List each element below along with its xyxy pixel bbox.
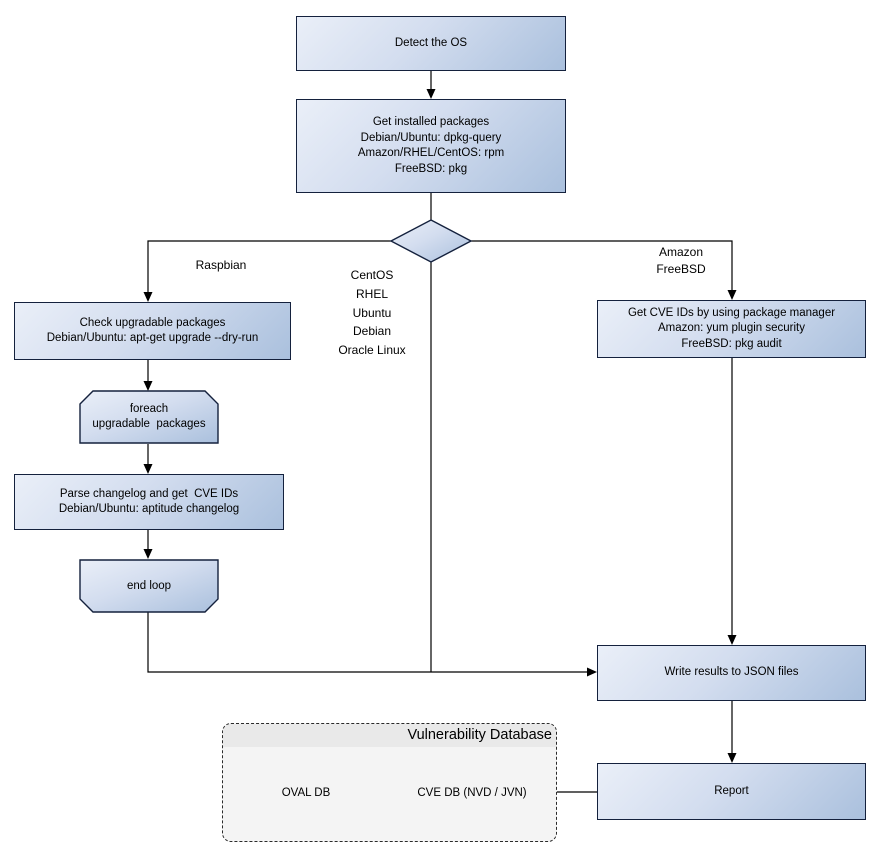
vulnerability-database-group: Vulnerability Database (222, 723, 557, 842)
end-loop-label: end loop (126, 579, 172, 592)
node-parse-changelog: Parse changelog and get CVE IDs Debian/U… (14, 474, 284, 530)
branch-label-raspbian: Raspbian (195, 258, 247, 272)
end-loop-shape (79, 559, 219, 613)
oval-db-label: OVAL DB (281, 787, 331, 799)
os-decision-diamond (389, 219, 473, 263)
arrowhead-icons (143, 89, 737, 763)
vulnerability-database-title: Vulnerability Database (223, 724, 556, 747)
arrow-right-icon (587, 667, 597, 677)
node-detect-os: Detect the OS (296, 16, 566, 71)
node-get-cve-ids: Get CVE IDs by using package manager Ama… (597, 300, 866, 358)
arrow-down-icon (143, 381, 153, 391)
foreach-loop-label: foreach upgradable packages (92, 403, 206, 430)
arrow-down-icon (143, 549, 153, 559)
arrow-down-icon (426, 89, 436, 99)
arrow-down-icon (143, 292, 153, 302)
arrow-down-icon (727, 290, 737, 300)
branch-label-os-list: CentOS RHEL Ubuntu Debian Oracle Linux (338, 268, 406, 358)
branch-label-amazon-freebsd: Amazon FreeBSD (656, 245, 706, 276)
node-check-upgradable-packages: Check upgradable packages Debian/Ubuntu:… (14, 302, 291, 360)
node-report: Report (597, 763, 866, 820)
cve-db-label: CVE DB (NVD / JVN) (417, 787, 527, 799)
node-write-results-json: Write results to JSON files (597, 645, 866, 701)
node-get-installed-packages: Get installed packages Debian/Ubuntu: dp… (296, 99, 566, 193)
foreach-loop-shape (79, 390, 219, 444)
arrow-down-icon (143, 464, 153, 474)
arrow-down-icon (727, 753, 737, 763)
arrow-down-icon (727, 635, 737, 645)
